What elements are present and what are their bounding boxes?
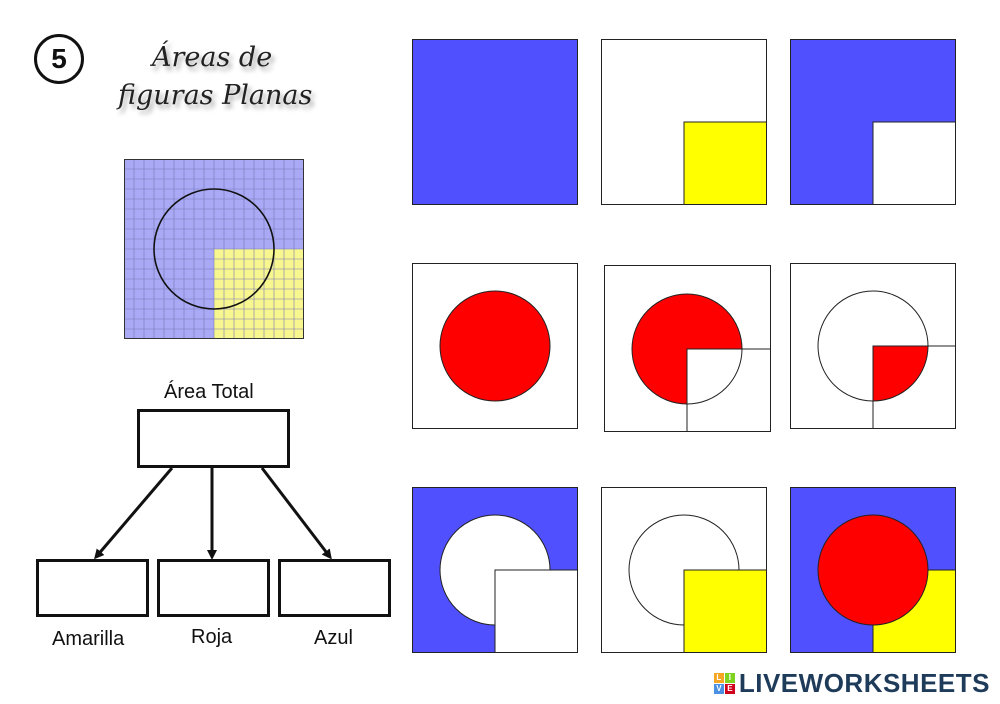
red-label: Roja	[191, 626, 233, 648]
arrow-yellow	[94, 467, 174, 560]
yellow-area-box[interactable]	[36, 559, 149, 617]
figure-4	[412, 263, 578, 429]
figure-6	[790, 263, 956, 429]
red-area-box[interactable]	[157, 559, 270, 617]
figure-3	[790, 39, 956, 205]
title-line-2: figuras Planas	[118, 80, 313, 111]
exercise-number: 5	[34, 34, 84, 84]
brand-text: LIVEWORKSHEETS	[738, 668, 990, 698]
grid-figure	[124, 159, 304, 339]
total-area-box[interactable]	[137, 409, 290, 468]
figure-7	[412, 487, 578, 653]
blue-label: Azul	[314, 627, 353, 649]
grid-yellow-area	[214, 249, 304, 339]
figure-9	[790, 487, 956, 653]
figure-5	[604, 265, 771, 432]
figure-8	[601, 487, 767, 653]
yellow-label: Amarilla	[52, 628, 125, 650]
arrow-blue	[260, 467, 332, 560]
total-area-label: Área Total	[164, 381, 254, 403]
figure-1	[412, 39, 578, 205]
title-line-1: Áreas de	[152, 42, 273, 73]
blue-area-box[interactable]	[278, 559, 391, 617]
diagram-arrows	[94, 467, 332, 560]
figure-2	[601, 39, 767, 205]
grid-lines	[124, 159, 304, 339]
grid-circle	[153, 188, 275, 310]
